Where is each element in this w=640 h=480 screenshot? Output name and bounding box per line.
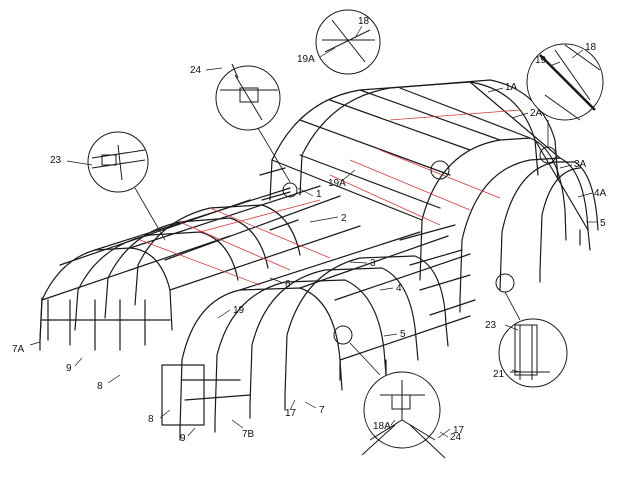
- label-17-frame: 17: [285, 408, 297, 419]
- front-end-wall: [41, 299, 251, 426]
- label-1A: 1A: [505, 82, 518, 93]
- label-5-front: 5: [400, 329, 406, 340]
- back-purlins: [271, 81, 589, 231]
- callout-leaders: [134, 120, 549, 376]
- label-2: 2: [341, 213, 347, 224]
- label-19-detail: 19: [535, 55, 547, 66]
- label-8-right: 8: [148, 414, 154, 425]
- label-9-right: 9: [180, 433, 186, 444]
- label-4A: 4A: [594, 188, 607, 199]
- label-18-right: 18: [585, 42, 597, 53]
- label-2A: 2A: [530, 108, 543, 119]
- label-1: 1: [316, 189, 322, 200]
- detail-sketches: [91, 19, 601, 459]
- label-7: 7: [319, 405, 325, 416]
- label-19-frame: 19: [233, 305, 245, 316]
- label-8-left: 8: [97, 381, 103, 392]
- legs: [39, 229, 581, 441]
- label-18-top: 18: [358, 16, 370, 27]
- back-arches: [269, 79, 599, 301]
- detail-circle-leg-21: [498, 318, 568, 388]
- label-24-bottom: 24: [450, 432, 462, 443]
- label-4: 4: [396, 283, 402, 294]
- red-braces: [139, 109, 521, 286]
- label-3A: 3A: [574, 159, 587, 170]
- detail-circle-joint-24: [215, 65, 281, 131]
- front-purlins: [41, 185, 471, 361]
- label-5-back: 5: [600, 218, 606, 229]
- label-7A: 7A: [12, 344, 25, 355]
- label-9-left: 9: [66, 363, 72, 374]
- label-6: 6: [285, 279, 291, 290]
- detail-circle-joint-19: [526, 43, 604, 121]
- detail-circle-joint-23: [87, 131, 149, 193]
- label-19A-frame: 19A: [328, 178, 346, 189]
- side-rods: [259, 167, 476, 316]
- label-23-left: 23: [50, 155, 62, 166]
- label-3: 3: [370, 258, 376, 269]
- label-17-detail: 17: [453, 425, 465, 436]
- label-21: 21: [493, 369, 505, 380]
- label-19A-detail: 19A: [297, 54, 315, 65]
- label-leaders: [29, 25, 598, 439]
- label-7B: 7B: [242, 429, 255, 440]
- detail-circle-joint-18: [315, 9, 381, 75]
- part-labels: 1 1A 2 2A 3 3A 4 4A 5 5 6 7 7A 7B 8 8 9 …: [12, 16, 607, 444]
- label-23-right: 23: [485, 320, 497, 331]
- label-18A: 18A: [373, 421, 391, 432]
- label-24-top: 24: [190, 65, 202, 76]
- detail-circles: [87, 9, 604, 449]
